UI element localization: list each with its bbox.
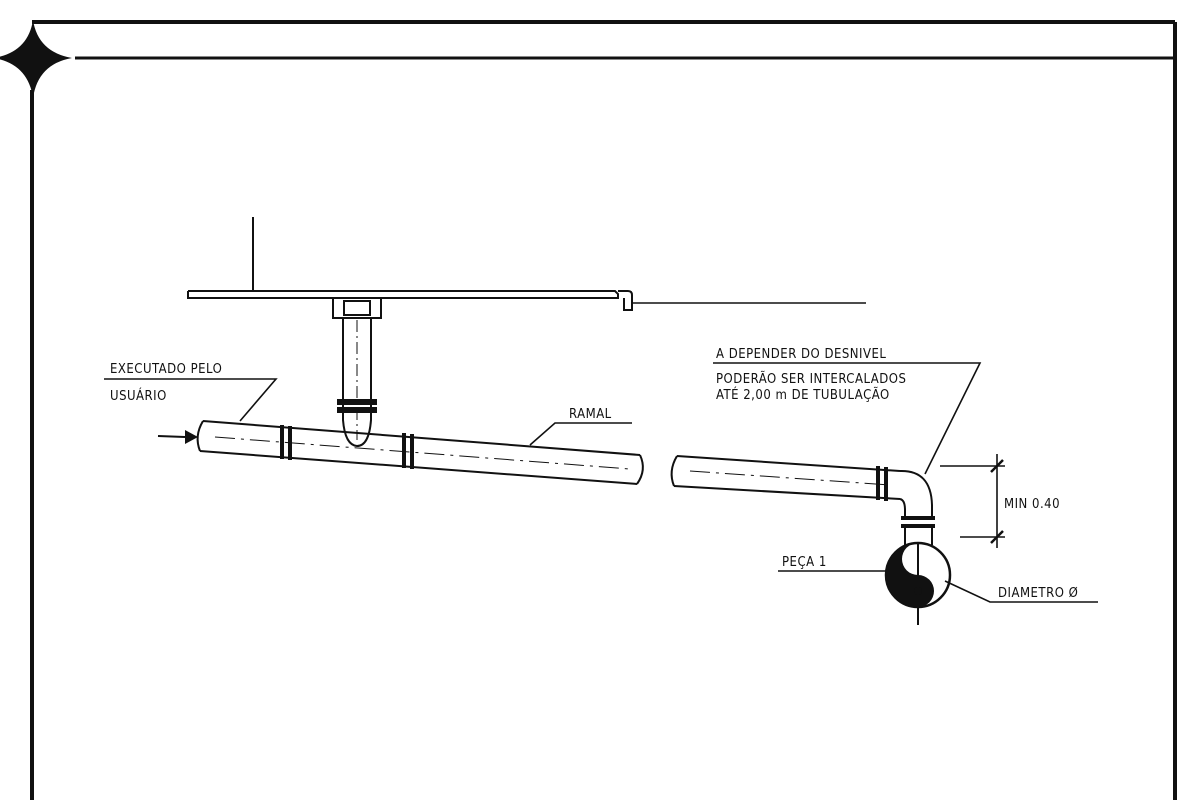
leader-executado <box>104 378 278 422</box>
pipe-left-start-cap <box>196 420 204 452</box>
riser-joint-2 <box>337 407 377 413</box>
four-point-star-icon <box>0 20 72 98</box>
leader-diametro <box>944 580 1098 603</box>
label-diametro: DIAMETRO Ø <box>998 586 1078 601</box>
dim-tick-top <box>990 459 1004 473</box>
branch-pipe-left <box>196 420 644 485</box>
pipe-joint-2a <box>402 433 406 468</box>
pipe-right-centerline <box>689 470 891 486</box>
pipe-left-end-cap <box>636 454 644 485</box>
pipe-joint-3a <box>876 466 880 500</box>
elbow-joint-b <box>901 524 935 528</box>
pipe-right-top-edge <box>676 455 901 472</box>
label-desnivel-line2: PODERÃO SER INTERCALADOS <box>716 371 906 387</box>
yin-yang-icon <box>884 541 952 625</box>
label-ramal: RAMAL <box>569 407 612 422</box>
pipe-left-centerline <box>214 436 631 470</box>
elbow-inner <box>899 498 906 520</box>
label-executado-line2: USUÁRIO <box>110 388 167 404</box>
pipe-joint-3b <box>884 467 888 501</box>
leader-ramal <box>529 422 632 446</box>
branch-pipe-right <box>670 455 935 545</box>
pipe-right-bottom-edge <box>673 485 901 500</box>
slab <box>187 217 866 311</box>
pipe-joint-1b <box>288 426 292 460</box>
pipe-right-start-cap <box>670 455 678 487</box>
label-desnivel-line3: ATÉ 2,00 m DE TUBULAÇÃO <box>716 387 890 403</box>
dimension-min <box>940 454 1005 548</box>
pipe-joint-1a <box>280 425 284 459</box>
riser-joint-1 <box>337 399 377 405</box>
floor-drain <box>332 297 382 319</box>
drawing-frame <box>30 20 1177 800</box>
pipe-joint-2b <box>410 434 414 469</box>
pipe-left-top-edge <box>202 420 641 456</box>
elbow-joint-a <box>901 516 935 520</box>
leader-desnivel <box>713 362 982 475</box>
pipe-left-bottom-edge <box>199 450 638 485</box>
elbow-outer <box>899 469 933 520</box>
label-desnivel-line1: A DEPENDER DO DESNIVEL <box>716 347 886 362</box>
label-peca: PEÇA 1 <box>782 555 827 570</box>
drain-grate <box>343 300 371 316</box>
label-executado-line1: EXECUTADO PELO <box>110 362 222 377</box>
leader-lines <box>104 362 1098 603</box>
dim-tick-bottom <box>990 530 1004 544</box>
label-min: MIN 0.40 <box>1004 497 1060 512</box>
slab-end-cap <box>618 290 633 311</box>
slab-top-line <box>187 290 619 299</box>
arrow-right-icon <box>157 430 198 444</box>
vertical-riser <box>337 317 377 448</box>
